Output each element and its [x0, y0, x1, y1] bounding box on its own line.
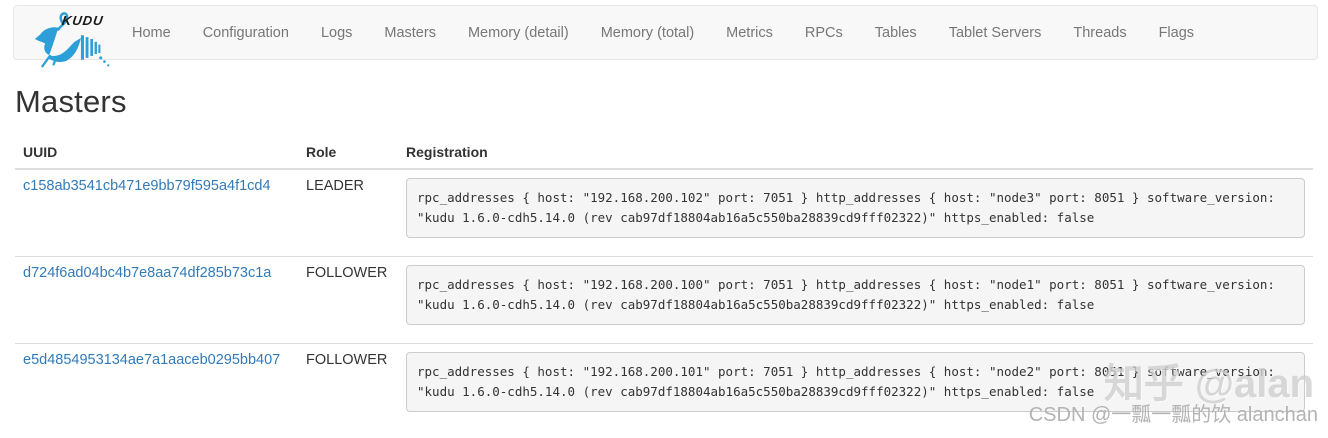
table-row: e5d4854953134ae7a1aaceb0295bb407 FOLLOWE…: [15, 343, 1313, 430]
nav-item-home[interactable]: Home: [132, 24, 171, 41]
master-uuid-cell: d724f6ad04bc4b7e8aa74df285b73c1a: [15, 256, 298, 344]
column-header-registration: Registration: [398, 136, 1313, 170]
nav-item-rpcs[interactable]: RPCs: [804, 24, 843, 41]
master-registration: rpc_addresses { host: "192.168.200.101" …: [406, 352, 1305, 412]
nav-item-configuration[interactable]: Configuration: [202, 24, 289, 41]
nav-item-memory-total[interactable]: Memory (total): [600, 24, 695, 41]
master-uuid-link[interactable]: c158ab3541cb471e9bb79f595a4f1cd4: [23, 178, 271, 194]
nav-item-tables[interactable]: Tables: [874, 24, 917, 41]
kudu-logo-link[interactable]: KUDU: [14, 5, 116, 68]
master-uuid-cell: c158ab3541cb471e9bb79f595a4f1cd4: [15, 168, 298, 257]
nav-item-tablet-servers[interactable]: Tablet Servers: [948, 24, 1042, 41]
master-role: LEADER: [298, 168, 398, 257]
column-header-uuid: UUID: [15, 136, 298, 170]
master-registration-cell: rpc_addresses { host: "192.168.200.101" …: [398, 343, 1313, 430]
navbar-menu: Home Configuration Logs Masters Memory (…: [116, 6, 1210, 59]
master-uuid-link[interactable]: d724f6ad04bc4b7e8aa74df285b73c1a: [23, 265, 272, 281]
nav-item-metrics[interactable]: Metrics: [726, 24, 773, 41]
table-row: d724f6ad04bc4b7e8aa74df285b73c1a FOLLOWE…: [15, 256, 1313, 344]
nav-item-threads[interactable]: Threads: [1073, 24, 1127, 41]
nav-item-memory-detail[interactable]: Memory (detail): [467, 24, 569, 41]
nav-item-masters[interactable]: Masters: [384, 24, 436, 41]
page-title: Masters: [15, 84, 127, 119]
main-content: Masters UUID Role Registration c158ab354…: [15, 60, 1313, 430]
navbar: KUDU Home Configuration Logs Masters Mem…: [13, 5, 1318, 68]
table-header-row: UUID Role Registration: [15, 136, 1313, 170]
master-registration-cell: rpc_addresses { host: "192.168.200.102" …: [398, 168, 1313, 257]
nav-item-logs[interactable]: Logs: [320, 24, 353, 41]
table-row: c158ab3541cb471e9bb79f595a4f1cd4 LEADER …: [15, 168, 1313, 257]
master-registration: rpc_addresses { host: "192.168.200.102" …: [406, 178, 1305, 238]
kudu-logo-text: KUDU: [60, 13, 105, 28]
nav-item-flags[interactable]: Flags: [1158, 24, 1195, 41]
master-registration-cell: rpc_addresses { host: "192.168.200.100" …: [398, 256, 1313, 344]
master-uuid-link[interactable]: e5d4854953134ae7a1aaceb0295bb407: [23, 352, 281, 368]
master-role: FOLLOWER: [298, 256, 398, 344]
column-header-role: Role: [298, 136, 398, 170]
antelope-body: [34, 27, 81, 63]
master-uuid-cell: e5d4854953134ae7a1aaceb0295bb407: [15, 343, 298, 430]
master-registration: rpc_addresses { host: "192.168.200.100" …: [406, 265, 1305, 325]
master-role: FOLLOWER: [298, 343, 398, 430]
kudu-antelope-icon: [34, 12, 110, 68]
masters-table: UUID Role Registration c158ab3541cb471e9…: [15, 136, 1313, 430]
